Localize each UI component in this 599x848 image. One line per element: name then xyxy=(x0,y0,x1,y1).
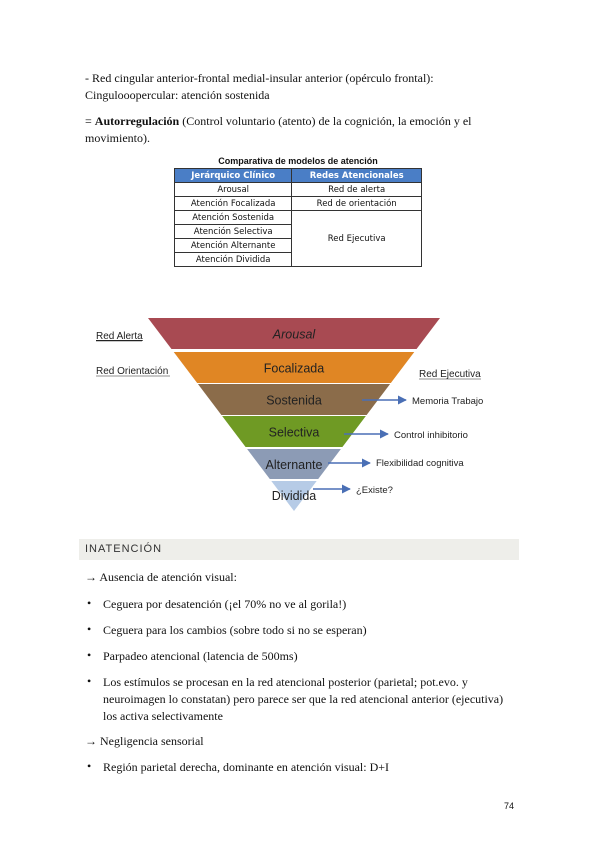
arrow-item-ausencia: → Ausencia de atención visual: xyxy=(85,570,237,584)
bullet-marker: • xyxy=(87,622,92,636)
pyramid-level-label: Sostenida xyxy=(266,394,322,408)
arrow-label-memoria: Memoria Trabajo xyxy=(412,396,483,407)
table-header-row: Jerárquico Clínico Redes Atencionales xyxy=(173,168,422,183)
pyramid-level-label: Focalizada xyxy=(264,362,324,376)
pyramid-level-label: Arousal xyxy=(272,328,317,342)
pyramid-level-sostenida xyxy=(197,384,391,415)
pyramid-level-arousal xyxy=(148,318,440,349)
intro-line-1: - Red cingular anterior-frontal medial-i… xyxy=(85,71,434,85)
intro-line-2: Cingulooopercular: atención sostenida xyxy=(85,88,270,102)
label-red-alerta: Red Alerta xyxy=(96,331,143,342)
label-red-ejecutiva: Red Ejecutiva xyxy=(419,369,481,380)
para-prefix: = xyxy=(85,114,95,128)
pyramid-level-selectiva xyxy=(222,416,366,447)
bullet-marker: • xyxy=(87,759,92,773)
pyramid-level-label: Alternante xyxy=(266,458,323,472)
arrow-label-control: Control inhibitorio xyxy=(394,430,468,441)
table-row: Atención Sostenida Red Ejecutiva xyxy=(173,210,422,267)
arrow-item-negligencia: → Negligencia sensorial xyxy=(85,734,204,748)
table-cell-merged: Red Ejecutiva xyxy=(291,210,422,267)
autorregulacion-paragraph: = Autorregulación (Control voluntario (a… xyxy=(85,113,515,147)
bullet-text: Región parietal derecha, dominante en at… xyxy=(103,760,389,774)
arrow-label-existe: ¿Existe? xyxy=(356,485,393,496)
label-red-orientacion: Red Orientación xyxy=(96,366,168,377)
header-cell: Jerárquico Clínico xyxy=(173,168,293,183)
bullet-text: Ceguera por desatención (¡el 70% no ve a… xyxy=(103,597,347,611)
table-row: Atención Dividida xyxy=(173,252,422,267)
bullet-text: Ceguera para los cambios (sobre todo si … xyxy=(103,623,367,637)
pyramid-level-label: Selectiva xyxy=(269,426,320,440)
table-row: Atención Focalizada Red de orientación xyxy=(173,196,422,211)
pyramid-level-alternante xyxy=(247,449,341,479)
comparison-table: Jerárquico Clínico Redes Atencionales Ar… xyxy=(173,168,422,267)
section-header-inatencion: INATENCIÓN xyxy=(79,539,519,560)
para-rest: (Control voluntario (atento) de la cogni… xyxy=(85,114,472,145)
arrow-label-flexibilidad: Flexibilidad cognitiva xyxy=(376,458,464,469)
pyramid-level-label: Dividida xyxy=(272,489,317,503)
bullet-text: Parpadeo atencional (latencia de 500ms) xyxy=(103,649,298,663)
table-title: Comparativa de modelos de atención xyxy=(218,156,378,166)
bullet-text: Los estímulos se procesan en la red aten… xyxy=(103,675,504,723)
bullet-marker: • xyxy=(87,648,92,662)
pyramid-level-dividida xyxy=(271,481,317,511)
bullet-marker: • xyxy=(87,674,92,688)
bullet-marker: • xyxy=(87,596,92,610)
para-bold-term: Autorregulación xyxy=(94,114,180,128)
page-number: 74 xyxy=(503,801,514,811)
pyramid-level-focalizada xyxy=(173,352,415,383)
table-cell: Atención Dividida xyxy=(173,252,293,267)
